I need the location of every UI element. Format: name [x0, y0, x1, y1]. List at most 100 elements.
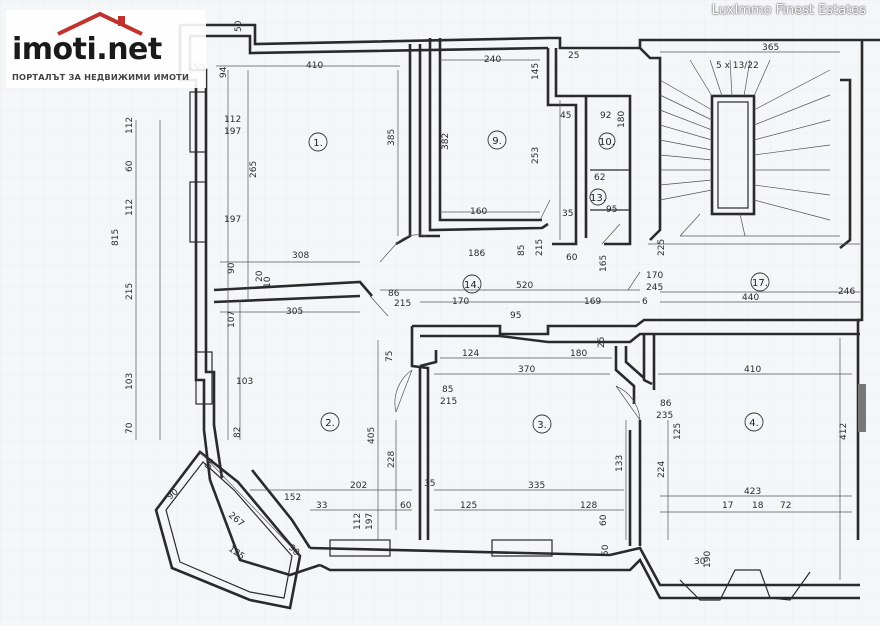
dimension-text: 197: [365, 513, 375, 530]
dimension-text: 33: [316, 501, 327, 511]
dimension-text: 228: [387, 451, 397, 468]
dimension-text: 305: [286, 307, 303, 317]
dimension-text: 197: [224, 127, 241, 137]
dimension-text: 240: [484, 55, 501, 65]
dimension-text: 86: [388, 289, 400, 299]
dimension-text: 70: [125, 422, 135, 434]
dimension-text: 385: [387, 129, 397, 146]
dimension-text: 95: [606, 205, 617, 215]
imoti-logo: imoti.net ПОРТАЛЪТ ЗА НЕДВИЖИМИ ИМОТИ: [6, 10, 206, 88]
dimension-text: 815: [111, 229, 121, 246]
dimension-text: 308: [292, 251, 309, 261]
dimension-text: 92: [600, 111, 611, 121]
dimension-text: 90: [227, 262, 237, 274]
dimension-text: 202: [350, 481, 367, 491]
dimension-text: 412: [839, 423, 849, 440]
room-label: 10.: [599, 137, 615, 148]
dimension-text: 370: [518, 365, 535, 375]
dimension-text: 365: [762, 43, 779, 53]
dimension-text: 112: [125, 199, 135, 216]
dimension-text: 10: [263, 276, 273, 288]
dimension-text: 107: [227, 311, 237, 328]
dimension-text: 410: [306, 61, 323, 71]
dimension-text: 215: [535, 239, 545, 256]
room-label: 9.: [492, 136, 502, 147]
logo-tld: net: [107, 32, 162, 67]
dimension-text: 440: [742, 293, 759, 303]
dimension-text: 95: [510, 311, 521, 321]
dimension-text: 20: [255, 270, 265, 282]
room-label: 13.: [590, 193, 606, 204]
dimension-text: 128: [580, 501, 597, 511]
dimension-text: 72: [780, 501, 791, 511]
dimension-text: 112: [353, 513, 363, 530]
dimension-text: 125: [673, 423, 683, 440]
dimension-text: 62: [594, 173, 605, 183]
agency-watermark: LuxImmo Finest Estates: [711, 3, 867, 18]
dimension-text: 60: [599, 514, 609, 526]
dimension-text: 152: [284, 493, 301, 503]
dimension-text: 60: [203, 457, 216, 471]
dimension-text: 170: [452, 297, 469, 307]
dimension-text: 246: [838, 287, 855, 297]
dimension-text: 225: [657, 239, 667, 256]
dimension-text: 112: [125, 117, 135, 134]
dimension-text: 45: [560, 111, 571, 121]
dimension-text: 25: [597, 337, 607, 348]
dimension-lines: [135, 51, 860, 580]
dimension-text: 253: [531, 147, 541, 164]
dimension-text: 86: [660, 399, 672, 409]
bay-window: [154, 450, 302, 610]
dimension-text: 170: [646, 271, 663, 281]
dimension-text: 103: [236, 377, 253, 387]
dimension-text: 124: [462, 349, 479, 359]
dimension-text: 75: [385, 351, 395, 362]
dimension-text: 50: [234, 20, 244, 32]
dimension-text: 215: [394, 299, 411, 309]
dimension-text: 224: [657, 461, 667, 478]
dimension-text: 85: [517, 245, 527, 256]
dimension-text: 18: [752, 501, 764, 511]
room-label: 1.: [313, 138, 323, 149]
room-label: 4.: [749, 418, 759, 429]
dimension-text: 103: [125, 373, 135, 390]
dimension-text: 423: [744, 487, 761, 497]
dimension-text: 410: [744, 365, 761, 375]
dimension-text: 190: [703, 551, 713, 568]
dimension-text: 50: [601, 544, 611, 556]
dimension-text: 125: [460, 501, 477, 511]
dimension-text: 60: [400, 501, 412, 511]
dimension-text: 520: [516, 281, 533, 291]
dimension-text: 133: [615, 455, 625, 472]
dimension-text: 85: [442, 385, 453, 395]
dimension-text: 60: [125, 160, 135, 172]
dimension-text: 180: [570, 349, 587, 359]
logo-tagline: ПОРТАЛЪТ ЗА НЕДВИЖИМИ ИМОТИ: [12, 72, 190, 82]
dimension-text: 405: [367, 427, 377, 444]
interior-walls: [213, 38, 866, 549]
dimension-text: 5 x 13/22: [716, 61, 759, 71]
dimension-text: 35: [424, 479, 435, 489]
dimension-text: 25: [568, 51, 579, 61]
dimension-text: 165: [599, 255, 609, 272]
logo-dot: .: [96, 32, 108, 67]
room-label: 14.: [464, 280, 480, 291]
dimension-text: 30: [694, 557, 706, 567]
dimension-text: 82: [233, 427, 243, 438]
dimension-text: 60: [566, 253, 578, 263]
dimension-text: 235: [656, 411, 673, 421]
logo-brand: imoti: [12, 32, 97, 67]
dimension-text: 197: [224, 215, 241, 225]
dimension-text: 265: [249, 161, 259, 178]
dimension-text: 215: [440, 397, 457, 407]
dimension-texts: 50 410 240 25 365 5 x 13/22 815 112 60 1…: [111, 20, 855, 568]
dimension-text: 245: [646, 283, 663, 293]
dimension-text: 180: [617, 111, 627, 128]
dimension-text: 186: [468, 249, 485, 259]
dimension-text: 145: [531, 63, 541, 80]
dimension-text: 160: [470, 207, 487, 217]
dimension-text: 382: [441, 133, 451, 150]
house-roof-icon: [57, 11, 143, 36]
